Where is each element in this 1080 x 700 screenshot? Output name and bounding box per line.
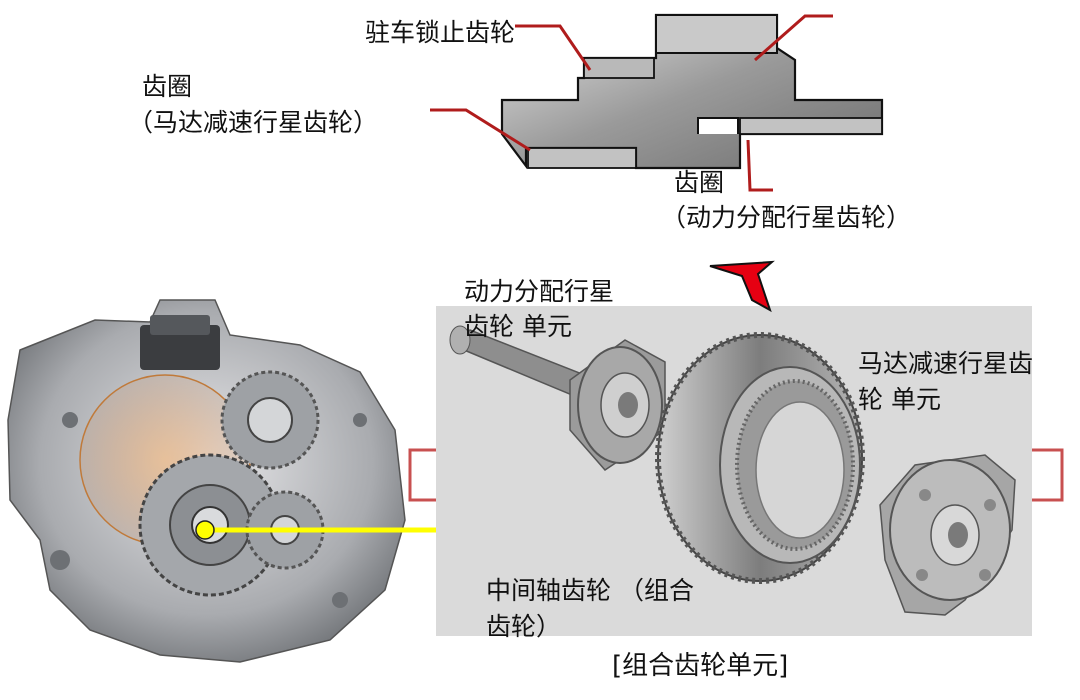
label-parking-lock-gear: 驻车锁止齿轮 bbox=[365, 18, 516, 47]
leader-top-right bbox=[754, 14, 833, 62]
leader-lines bbox=[430, 14, 833, 192]
left-bracket bbox=[408, 448, 436, 502]
label-power-split-unit-line1: 动力分配行星 bbox=[464, 277, 615, 306]
label-countershaft-line2: 齿轮） bbox=[486, 612, 562, 641]
motor-reduction-unit-image bbox=[879, 454, 1016, 616]
label-ring-gear-power-sub: （动力分配行星齿轮） bbox=[661, 203, 912, 232]
leader-parking-lock bbox=[515, 24, 592, 71]
power-split-shaft-image bbox=[449, 325, 666, 471]
label-ring-gear-motor-sub: （马达减速行星齿轮） bbox=[128, 108, 379, 137]
highlight-dot bbox=[195, 520, 215, 540]
label-motor-reduction-unit-line2: 轮 单元 bbox=[858, 385, 941, 414]
label-countershaft-line1: 中间轴齿轮 （组合 bbox=[486, 576, 694, 605]
red-up-arrow-icon bbox=[709, 260, 775, 313]
ring-gear-image bbox=[655, 332, 865, 584]
label-power-split-unit-line2: 齿轮 单元 bbox=[464, 312, 572, 341]
transaxle-cutaway-image bbox=[7, 299, 406, 663]
label-ring-gear-motor-title: 齿圈 bbox=[142, 72, 193, 101]
ring-gear-cross-section bbox=[500, 13, 884, 170]
label-ring-gear-power-title: 齿圈 bbox=[674, 168, 725, 197]
leader-ring-motor bbox=[430, 108, 531, 152]
right-bracket bbox=[1032, 448, 1064, 502]
leader-ring-power bbox=[746, 139, 773, 192]
caption-combined-gear-unit: [组合齿轮单元] bbox=[612, 651, 789, 681]
label-motor-reduction-unit-line1: 马达减速行星齿 bbox=[858, 349, 1034, 378]
